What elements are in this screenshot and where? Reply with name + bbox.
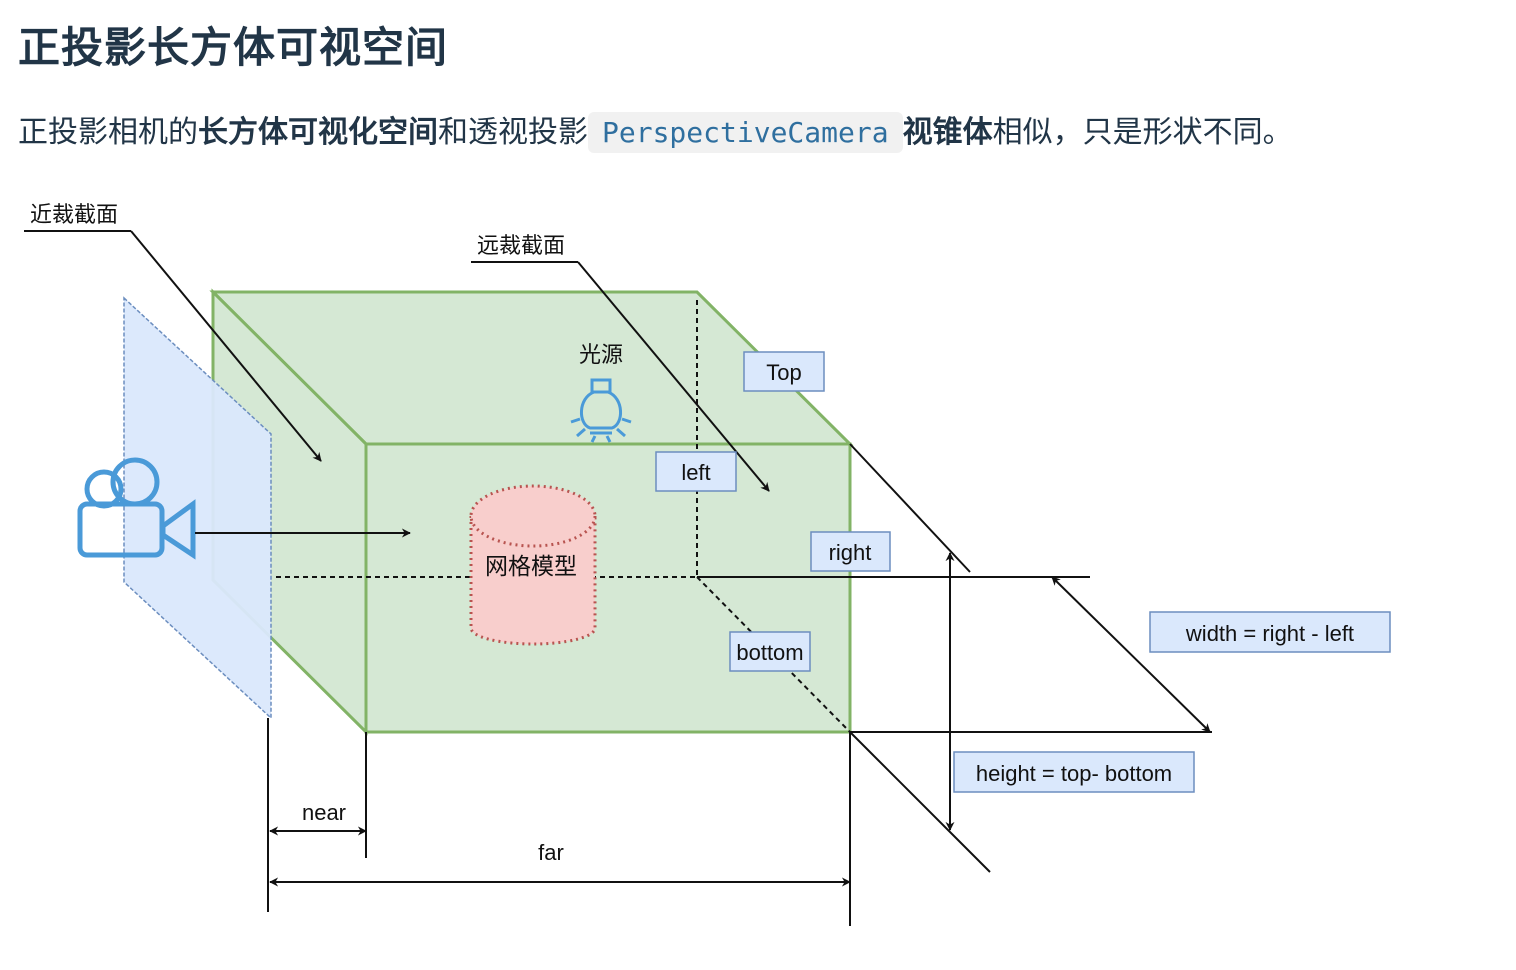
width-formula-box: [1149, 611, 1391, 653]
near-plane-pointer: [130, 230, 322, 462]
intro-bold-1: 长方体可视化空间: [198, 115, 438, 150]
height-formula: height = top- bottom: [976, 761, 1172, 786]
camera-icon: [77, 457, 196, 560]
light-bulb-icon: [570, 378, 632, 443]
intro-bold-2: 视锥体: [902, 115, 993, 150]
intro-text-2: 和透视投影: [438, 115, 588, 150]
far-label: far: [538, 840, 564, 865]
page-title: 正投影长方体可视空间: [18, 23, 449, 72]
right-label: right: [829, 540, 872, 565]
bottom-label-box: [729, 631, 811, 672]
box-front-face: [364, 442, 852, 734]
top-label-box: [743, 351, 825, 392]
bottom-label: bottom: [736, 640, 803, 665]
far-plane-label: 远裁截面: [477, 233, 565, 258]
left-label: left: [681, 460, 710, 485]
top-right-extension: [849, 443, 971, 573]
mesh-label: 网格模型: [485, 553, 577, 579]
top-label: Top: [766, 360, 801, 385]
near-clipping-plane: [123, 296, 272, 720]
height-formula-box: [953, 751, 1195, 793]
left-label-box: [655, 451, 737, 492]
bottom-right-extension: [849, 731, 991, 873]
near-label: near: [302, 800, 346, 825]
width-formula: width = right - left: [1185, 621, 1354, 646]
intro-text-1: 正投影相机的: [18, 115, 198, 150]
right-label-box: [810, 531, 891, 572]
perspective-camera-code: PerspectiveCamera: [588, 112, 903, 153]
width-dimension-arrow: [1051, 576, 1211, 733]
far-plane-pointer: [577, 261, 770, 492]
near-plane-label: 近裁截面: [30, 202, 118, 227]
light-label: 光源: [579, 342, 623, 367]
intro-text-3: 相似，只是形状不同。: [992, 115, 1293, 150]
mesh-cylinder: [469, 484, 597, 646]
